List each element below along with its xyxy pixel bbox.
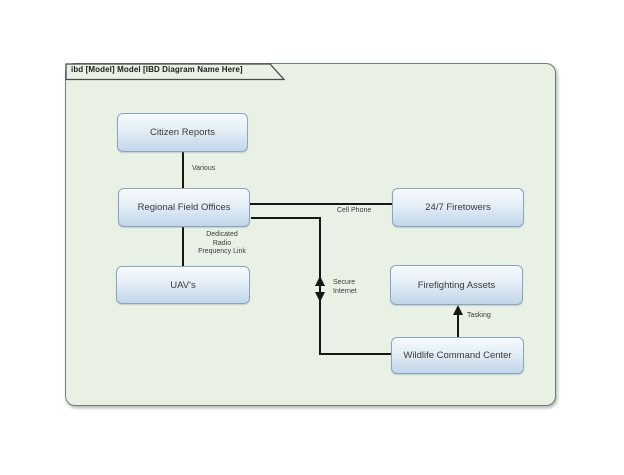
connector-regional-to-wildlife-seg2[interactable] <box>319 217 321 355</box>
edge-label-secure-internet: Secure Internet <box>333 279 357 296</box>
node-firefighting-assets-label: Firefighting Assets <box>417 279 496 291</box>
connector-regional-to-firetowers[interactable] <box>250 203 392 205</box>
connector-regional-to-wildlife-seg3[interactable] <box>319 353 391 355</box>
node-regional-field-offices[interactable]: Regional Field Offices <box>118 188 250 227</box>
edge-label-dedicated-line3: Frequency Link <box>198 248 246 255</box>
node-firetowers[interactable]: 24/7 Firetowers <box>392 188 524 227</box>
diagram-title: ibd [Model] Model [IBD Diagram Name Here… <box>71 65 243 74</box>
edge-label-various: Various <box>192 165 216 172</box>
tasking-arrowhead-up-icon <box>453 305 463 315</box>
connector-regional-to-wildlife-seg1[interactable] <box>251 217 321 219</box>
frame-tab-shape <box>65 63 286 81</box>
edge-label-secure-line2: Internet <box>333 287 357 295</box>
node-wildlife-command-center-label: Wildlife Command Center <box>403 350 512 361</box>
connector-regional-to-uavs[interactable] <box>182 227 184 267</box>
node-regional-field-offices-label: Regional Field Offices <box>137 202 231 213</box>
edge-label-tasking: Tasking <box>467 312 491 319</box>
node-citizen-reports-label: Citizen Reports <box>150 127 215 138</box>
node-firetowers-label: 24/7 Firetowers <box>425 202 491 213</box>
edge-label-dedicated-line2: Radio <box>212 239 232 247</box>
secure-arrowhead-up-icon <box>315 276 325 286</box>
connector-wildlife-to-assets[interactable] <box>457 310 459 337</box>
node-uavs-label: UAV's <box>170 279 196 291</box>
node-uavs[interactable]: UAV's <box>116 266 250 304</box>
node-citizen-reports[interactable]: Citizen Reports <box>117 113 248 152</box>
edge-label-dedicated-line1: Dedicated <box>206 231 238 238</box>
secure-arrowhead-down-icon <box>315 292 325 302</box>
edge-label-secure-line1: Secure <box>333 279 356 286</box>
edge-label-cell-phone: Cell Phone <box>337 207 372 214</box>
connector-citizen-to-regional[interactable] <box>182 152 184 189</box>
edge-label-dedicated-radio-frequency-link: Dedicated Radio Frequency Link <box>182 231 262 257</box>
node-wildlife-command-center[interactable]: Wildlife Command Center <box>391 337 524 374</box>
node-firefighting-assets[interactable]: Firefighting Assets <box>390 265 523 305</box>
